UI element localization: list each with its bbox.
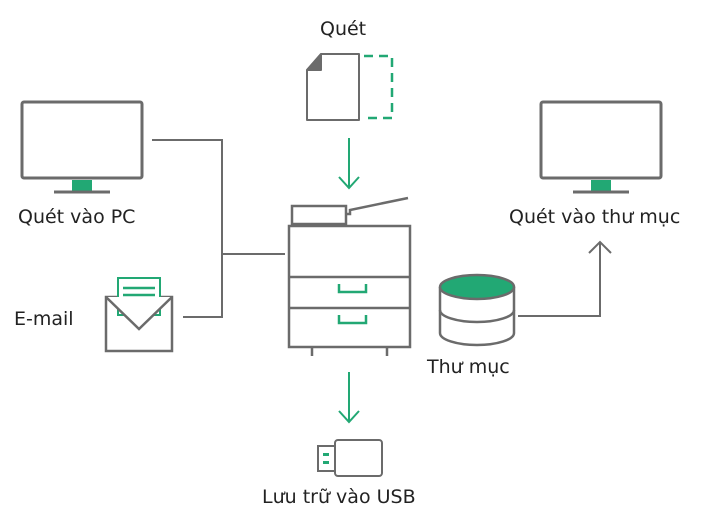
envelope-icon: [104, 277, 174, 353]
scan-label: Quét: [320, 18, 367, 40]
connector-lines: [152, 139, 612, 318]
scan-arrow-icon: [338, 138, 360, 190]
email-connector: [183, 254, 223, 318]
monitor-icon: [20, 100, 144, 194]
email-label: E-mail: [14, 308, 74, 330]
save-to-usb-label: Lưu trữ vào USB: [262, 486, 416, 508]
scan-to-pc-label: Quét vào PC: [18, 206, 136, 228]
usb-arrow-icon: [338, 372, 360, 424]
pc-connector: [152, 139, 285, 255]
scan-document-icon: [306, 53, 394, 121]
printer-icon: [287, 196, 412, 356]
scan-to-folder-label: Quét vào thư mục: [509, 206, 681, 228]
database-icon: [438, 273, 516, 347]
folder-connector: [518, 242, 601, 317]
usb-drive-icon: [317, 439, 383, 477]
folder-label: Thư mục: [427, 356, 510, 378]
monitor-icon: [539, 100, 663, 194]
folder-arrow-head: [588, 240, 612, 254]
